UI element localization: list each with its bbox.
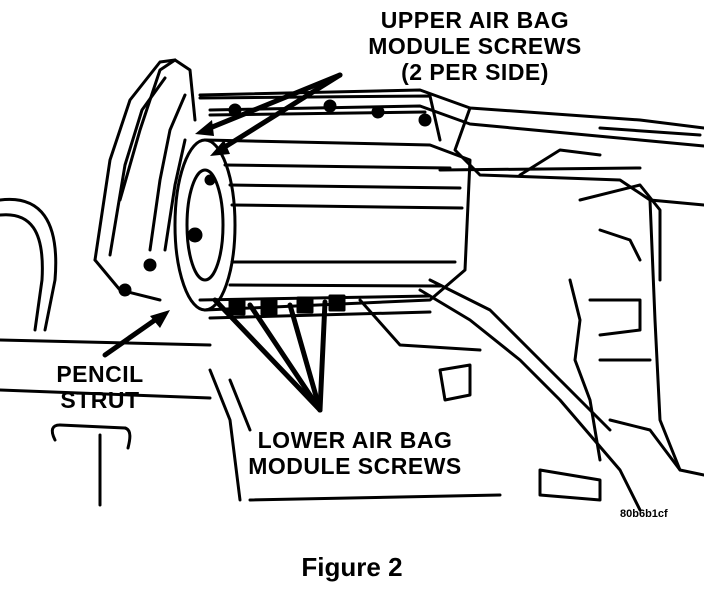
air-bag-module	[173, 94, 472, 312]
leader-lines	[102, 72, 343, 413]
pencil-label-line1: PENCIL	[56, 361, 144, 387]
lower-screws-label: LOWER AIR BAG MODULE SCREWS	[205, 427, 505, 480]
pencil-label-line2: STRUT	[60, 386, 140, 413]
pencil-strut	[50, 423, 132, 507]
mounting-bracket	[93, 58, 197, 302]
upper-label-line1: UPPER AIR BAG	[380, 7, 570, 33]
upper-label-line2: MODULE SCREWS	[368, 32, 582, 59]
pencil-strut-label: PENCIL STRUT	[30, 361, 170, 414]
leader-arrowheads	[150, 120, 230, 328]
figure-caption: Figure 2	[301, 552, 403, 582]
lower-label-line1: LOWER AIR BAG	[257, 427, 453, 453]
upper-label-line3: (2 PER SIDE)	[401, 58, 549, 85]
dash-panel	[198, 88, 704, 477]
lower-label-line2: MODULE SCREWS	[248, 452, 462, 479]
image-code: 80b6b1cf	[620, 508, 668, 520]
lower-screw-area	[198, 278, 642, 512]
upper-screws-label: UPPER AIR BAG MODULE SCREWS (2 PER SIDE)	[330, 7, 620, 85]
